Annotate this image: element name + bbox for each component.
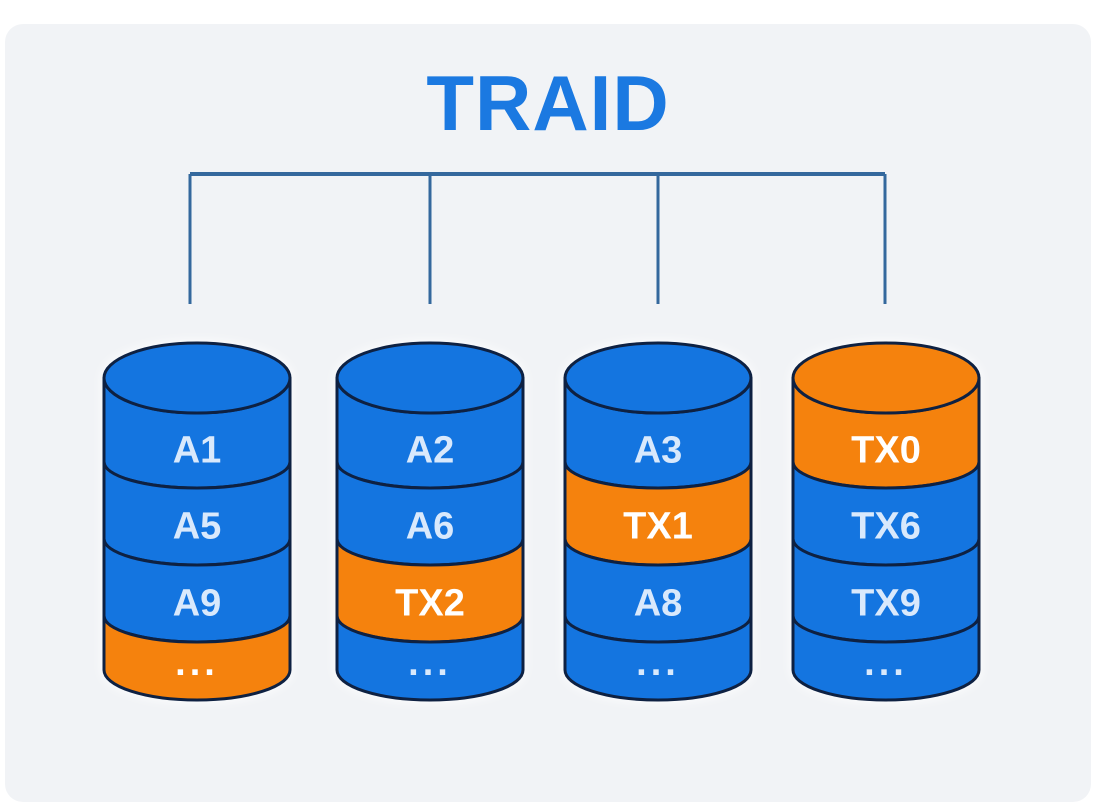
disk-segment-label: A8 [634,583,683,625]
disk-top-ellipse [102,341,292,415]
disk-segment [335,614,525,702]
disk-segment [791,614,981,702]
disk-cylinder-4: TX0TX6TX9... [791,341,981,702]
disk-segment-label: A1 [173,430,222,472]
disk-segment-label: A6 [406,506,455,548]
disk-segment-label: TX0 [851,430,921,472]
disk-top-ellipse [791,341,981,415]
disk-segment-label: TX9 [851,583,921,625]
disk-segment-label: TX2 [395,583,465,625]
disk-segment-label: A5 [173,506,222,548]
disk-cylinder-1: A1A5A9... [102,341,292,702]
disk-segment-label: A2 [406,430,455,472]
disk-segment-label: ... [408,642,452,684]
disk-cylinder-2: A2A6TX2... [335,341,525,702]
disk-cylinder-3: A3TX1A8... [563,341,753,702]
disk-top-ellipse [563,341,753,415]
disk-segment-label: A9 [173,583,222,625]
disk-segment-label: ... [175,642,219,684]
diagram-title: TRAID [426,59,670,147]
disk-segment-label: ... [636,642,680,684]
disk-segment [563,614,753,702]
disk-segment-label: TX1 [623,506,693,548]
disk-segment-label: A3 [634,430,683,472]
disk-segment-label: TX6 [851,506,921,548]
disk-segment-label: ... [864,642,908,684]
disk-top-ellipse [335,341,525,415]
disk-segment [102,614,292,702]
